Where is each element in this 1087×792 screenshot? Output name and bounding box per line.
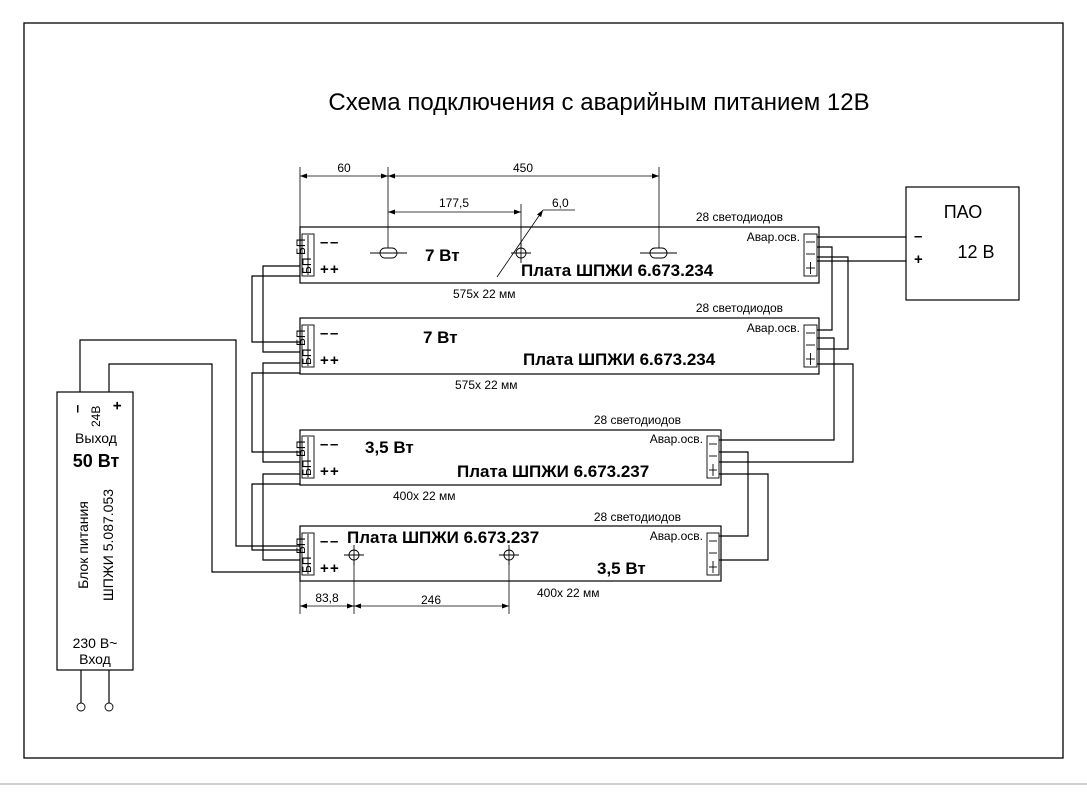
board-1-plus-1: + <box>320 261 329 278</box>
psu-output-minus: – <box>69 405 86 413</box>
board-4-plus-2: + <box>330 560 339 577</box>
board-1-led-count: 28 светодиодов <box>696 210 783 224</box>
emergency-unit-minus: – <box>914 228 922 245</box>
board-1-power: 7 Вт <box>425 246 460 265</box>
psu-output-voltage: 24В <box>89 406 103 427</box>
board-2-plus-2: + <box>330 352 339 369</box>
board-3-outline <box>299 429 722 486</box>
board-4-connector-label-a: БП <box>300 557 314 574</box>
board-4-power: 3,5 Вт <box>597 559 646 578</box>
board-2-size: 575x 22 мм <box>455 378 518 392</box>
psu-output-power: 50 Вт <box>73 451 120 471</box>
board-4-outline <box>299 525 722 582</box>
board-3-minus-1: – <box>320 436 328 453</box>
board-3-connector-label-b: БП <box>294 441 308 458</box>
emergency-unit-name: ПАО <box>944 202 983 222</box>
board-4-dimensions: 83,8 246 <box>299 560 510 614</box>
board-4-minus-2: – <box>330 533 338 550</box>
emergency-unit-voltage: 12 В <box>957 242 994 262</box>
board-2: БП БП – – + + Авар.осв. 28 светодиодов 7… <box>294 301 820 392</box>
power-supply-box <box>56 391 134 671</box>
board-2-emergency-connector <box>803 324 818 368</box>
board-1-minus-2: – <box>330 234 338 251</box>
board-2-connector-label-b: БП <box>294 330 308 347</box>
psu-output-label: Выход <box>75 430 117 446</box>
dimension-6-0: 6,0 <box>552 196 569 210</box>
board-2-power: 7 Вт <box>423 328 458 347</box>
board-4: БП БП – – + + Авар.осв. 28 светодиодов П… <box>294 510 722 600</box>
board-1-minus-1: – <box>320 234 328 251</box>
board-2-emergency-label: Авар.осв. <box>747 321 800 335</box>
board-1-connector <box>301 233 315 277</box>
board-2-connector-label-a: БП <box>300 349 314 366</box>
board-1-connector-label-b: БП <box>294 239 308 256</box>
dimension-177-5: 177,5 <box>439 196 469 210</box>
board-1-size: 575x 22 мм <box>453 287 516 301</box>
psu-output-plus: + <box>109 401 126 410</box>
board-4-plus-1: + <box>320 560 329 577</box>
board-2-plus-1: + <box>320 352 329 369</box>
dimension-83-8: 83,8 <box>315 591 339 605</box>
board-1-name: Плата ШПЖИ 6.673.234 <box>521 261 714 280</box>
board-1-dimensions: 60 450 177,5 6,0 <box>299 161 660 278</box>
board-4-size: 400x 22 мм <box>537 586 600 600</box>
psu-input-label: Вход <box>79 651 111 667</box>
wiring <box>79 236 906 573</box>
board-1-connector-label-a: БП <box>300 258 314 275</box>
board-2-minus-1: – <box>320 325 328 342</box>
board-4-name: Плата ШПЖИ 6.673.237 <box>347 528 539 547</box>
diagram-title: Схема подключения с аварийным питанием 1… <box>328 89 869 116</box>
board-1: БП БП – – + + Авар.осв. 28 светодиодов 7… <box>294 210 820 301</box>
psu-input-terminal-2 <box>104 702 114 712</box>
board-2-connector <box>301 324 315 368</box>
psu-input-terminal-1 <box>76 702 86 712</box>
psu-name-line1: Блок питания <box>75 501 91 589</box>
dimension-60: 60 <box>337 161 351 175</box>
board-3-emergency-label: Авар.осв. <box>650 432 703 446</box>
board-3-led-count: 28 светодиодов <box>594 413 681 427</box>
board-1-outline <box>299 226 820 284</box>
board-4-connector <box>301 532 315 576</box>
dimension-246: 246 <box>421 593 441 607</box>
emergency-unit-plus: + <box>914 251 923 268</box>
psu-input-voltage: 230 В~ <box>73 635 118 651</box>
board-3-name: Плата ШПЖИ 6.673.237 <box>457 462 649 481</box>
board-2-minus-2: – <box>330 325 338 342</box>
board-4-emergency-label: Авар.осв. <box>650 529 703 543</box>
power-supply: – 24В + Выход 50 Вт Блок питания ШПЖИ 5.… <box>56 391 134 712</box>
board-3-emergency-connector <box>706 435 720 479</box>
board-3-minus-2: – <box>330 436 338 453</box>
board-3-connector <box>301 435 315 479</box>
board-3-size: 400x 22 мм <box>393 489 456 503</box>
dimension-450: 450 <box>513 161 533 175</box>
emergency-unit: ПАО 12 В – + <box>905 186 1020 301</box>
board-3-plus-2: + <box>330 463 339 480</box>
board-2-name: Плата ШПЖИ 6.673.234 <box>523 350 716 369</box>
board-1-plus-2: + <box>330 261 339 278</box>
board-3-plus-1: + <box>320 463 329 480</box>
drawing-frame <box>23 22 1064 759</box>
emergency-unit-box <box>905 186 1020 301</box>
board-4-emergency-connector <box>706 532 720 576</box>
board-4-minus-1: – <box>320 533 328 550</box>
board-4-led-count: 28 светодиодов <box>594 510 681 524</box>
board-1-emergency-label: Авар.осв. <box>747 230 800 244</box>
board-2-outline <box>299 317 820 375</box>
board-3: БП БП – – + + Авар.осв. 28 светодиодов 3… <box>294 413 722 503</box>
board-1-emergency-connector <box>803 233 818 277</box>
board-3-power: 3,5 Вт <box>365 438 414 457</box>
psu-name-line2: ШПЖИ 5.087.053 <box>100 489 116 601</box>
board-2-led-count: 28 светодиодов <box>696 301 783 315</box>
board-3-connector-label-a: БП <box>300 460 314 477</box>
